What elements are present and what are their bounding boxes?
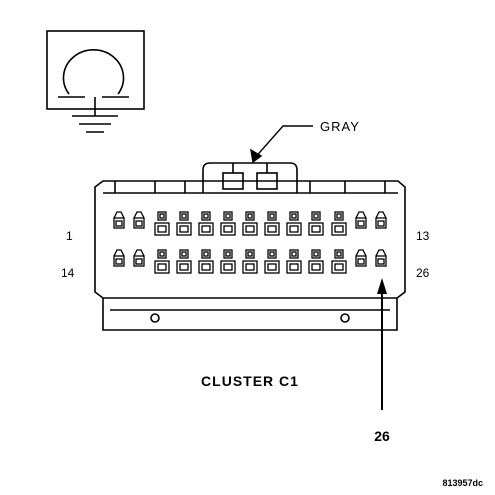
terminal-cavity	[242, 249, 258, 274]
color-label: GRAY	[320, 119, 360, 134]
terminal-cavity	[133, 249, 145, 267]
callout-pin-number: 26	[374, 428, 390, 444]
terminal-cavity	[375, 249, 387, 267]
terminal-cavity	[242, 211, 258, 236]
terminal-cavity	[133, 211, 145, 229]
terminal-cavity	[154, 249, 170, 274]
pin-label-top-right: 13	[416, 229, 430, 243]
terminal-cavity	[308, 249, 324, 274]
pin-label-bottom-right: 26	[416, 266, 430, 280]
terminal-cavity	[355, 211, 367, 229]
terminal-cavity	[375, 211, 387, 229]
terminal-cavity	[331, 211, 347, 236]
terminal-cavity	[113, 211, 125, 229]
terminal-cavity	[198, 249, 214, 274]
pin-callout-arrow	[377, 278, 387, 410]
pin-label-bottom-left: 14	[61, 266, 75, 280]
terminal-cavity	[220, 211, 236, 236]
terminal-cavity	[198, 211, 214, 236]
terminal-cavity	[176, 249, 192, 274]
terminal-cavity	[220, 249, 236, 274]
terminal-cavity	[113, 249, 125, 267]
terminal-cavities	[113, 211, 387, 274]
connector-name: CLUSTER C1	[201, 373, 299, 389]
terminal-cavity	[176, 211, 192, 236]
terminal-cavity	[286, 211, 302, 236]
terminal-cavity	[154, 211, 170, 236]
connector-body	[94, 180, 406, 331]
pin-label-top-left: 1	[66, 229, 73, 243]
ground-symbol-icon	[46, 30, 145, 133]
connector-latch	[202, 162, 298, 193]
terminal-cavity	[264, 211, 280, 236]
terminal-cavity	[286, 249, 302, 274]
terminal-cavity	[355, 249, 367, 267]
color-callout	[250, 125, 313, 164]
terminal-cavity	[331, 249, 347, 274]
figure-id: 813957dc	[442, 478, 483, 488]
terminal-cavity	[308, 211, 324, 236]
terminal-cavity	[264, 249, 280, 274]
